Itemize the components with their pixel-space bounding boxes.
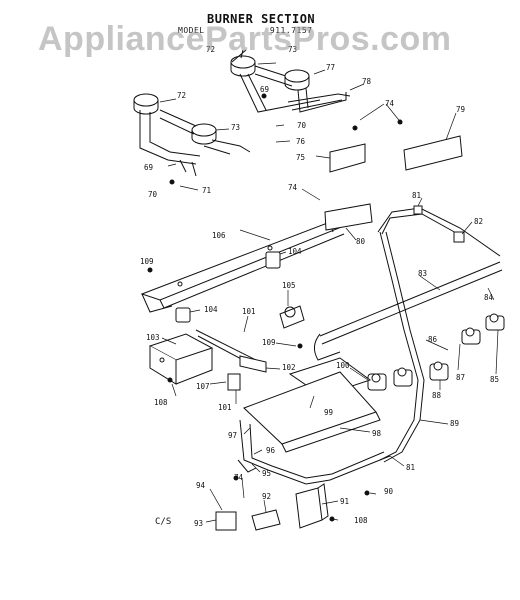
ignition-bracket-103 (148, 333, 214, 385)
bracket-93 (215, 511, 237, 531)
callout: 86 (428, 335, 438, 344)
callout: 80 (356, 237, 366, 246)
callout: 83 (418, 269, 427, 278)
callout: 88 (432, 391, 442, 400)
callout: 70 (148, 190, 158, 199)
callout: 69 (260, 85, 269, 94)
callout: 103 (146, 333, 160, 342)
model-line: MODEL 911.7157 (178, 26, 312, 35)
callout: 98 (372, 429, 382, 438)
manifold-83 (319, 261, 503, 345)
callout: 70 (297, 121, 307, 130)
callout: 90 (384, 487, 394, 496)
callout: 73 (288, 45, 297, 54)
shield-80 (324, 203, 373, 231)
callout: 101 (218, 403, 232, 412)
callout: 73 (231, 123, 240, 132)
callout: 72 (206, 45, 215, 54)
callout: 78 (362, 77, 372, 86)
callout: 108 (354, 516, 368, 525)
callout: 81 (406, 463, 415, 472)
callout: 106 (212, 231, 226, 240)
callout: 75 (296, 153, 305, 162)
shield-79 (403, 135, 463, 171)
burner-support-bracket-106 (140, 221, 346, 313)
callout: 69 (144, 163, 153, 172)
callout: 79 (456, 105, 465, 114)
callout: 76 (296, 137, 306, 146)
callout: 93 (194, 519, 203, 528)
callout: 92 (262, 492, 271, 501)
callout: 74 (288, 183, 298, 192)
diagram-title: BURNER SECTION (207, 12, 316, 26)
valve-cluster (367, 313, 505, 391)
gas-line-upper (377, 207, 501, 257)
callout: 82 (474, 217, 483, 226)
callout: 85 (490, 375, 499, 384)
callout: 107 (196, 382, 210, 391)
rear-burner-assembly (230, 49, 351, 113)
shield-75 (329, 143, 366, 173)
callout: 104 (288, 247, 302, 256)
footer-code: C/S (155, 517, 172, 527)
model-number: 911.7157 (269, 26, 313, 35)
callout: 108 (154, 398, 168, 407)
callout: 97 (228, 431, 237, 440)
callout: 87 (456, 373, 465, 382)
callout: 109 (140, 257, 154, 266)
spacer-104-lower (175, 307, 191, 323)
callout: 74 (385, 99, 395, 108)
callout: 104 (204, 305, 218, 314)
callout: 81 (412, 191, 421, 200)
bracket-91 (295, 487, 323, 529)
callout: 84 (484, 293, 494, 302)
callout: 99 (324, 408, 333, 417)
callout: 109 (262, 338, 276, 347)
clip-107 (227, 373, 241, 391)
callout: 74 (234, 473, 244, 482)
front-burner-assembly (133, 93, 251, 177)
callout: 94 (196, 481, 206, 490)
callout: 77 (326, 63, 335, 72)
callout: 96 (266, 446, 276, 455)
callout: 105 (282, 281, 296, 290)
model-prefix: MODEL (178, 26, 205, 35)
callout: 101 (242, 307, 256, 316)
igniter-92 (251, 509, 281, 531)
callout: 72 (177, 91, 186, 100)
spacer-104-upper (265, 251, 281, 269)
callout: 89 (450, 419, 459, 428)
watermark-text: AppliancePartsPros.com (38, 20, 452, 58)
callout: 91 (340, 497, 349, 506)
part-callouts: 72 73 72 73 69 77 78 74 70 76 79 69 75 7… (140, 45, 499, 528)
callout: 95 (262, 469, 271, 478)
callout: 71 (202, 186, 211, 195)
callout: 100 (336, 361, 350, 370)
callout: 102 (282, 363, 296, 372)
